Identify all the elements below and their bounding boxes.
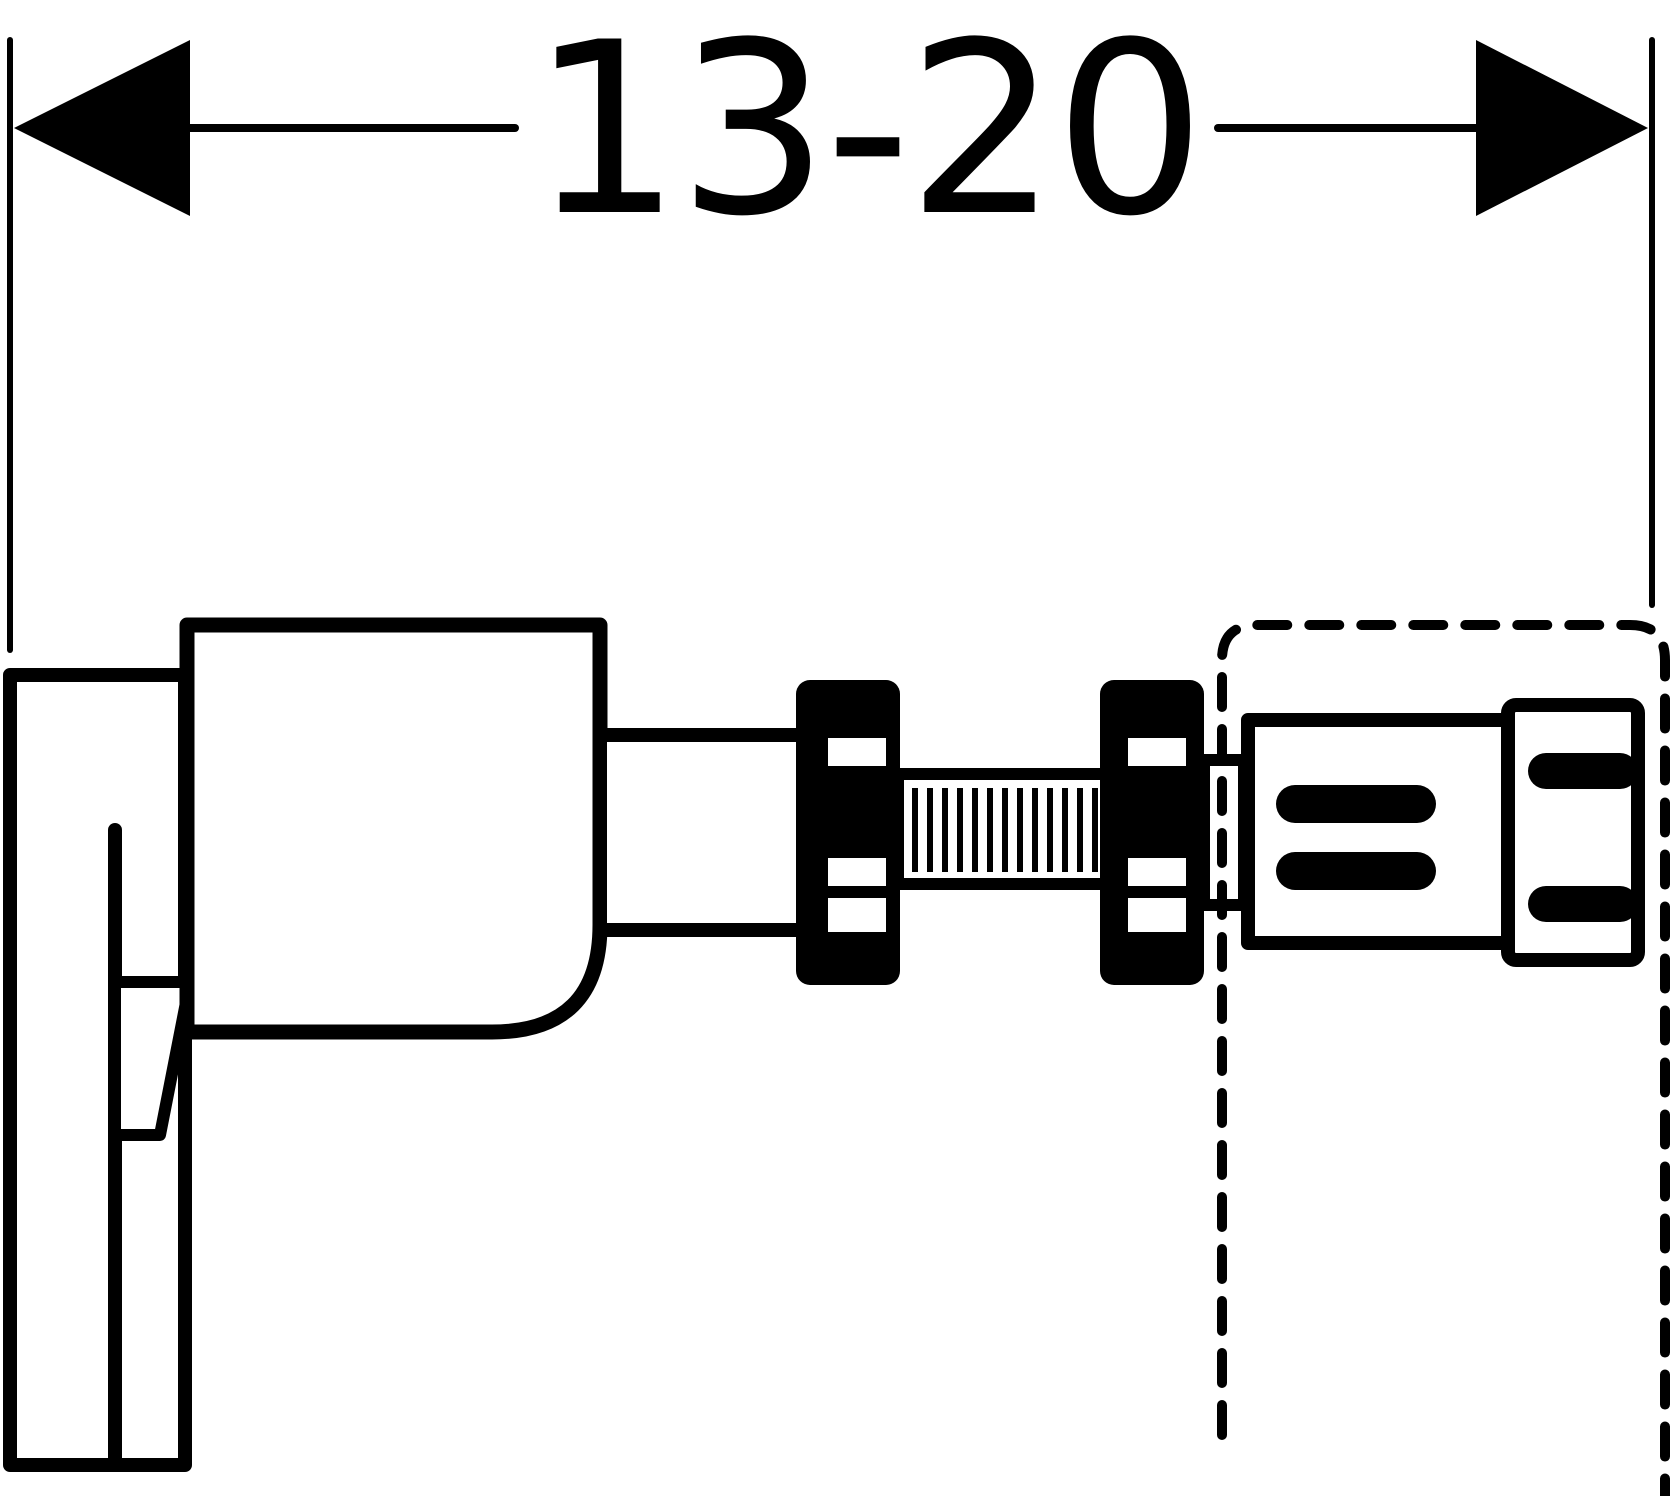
thread-stripe <box>942 788 948 872</box>
thread-stripe <box>912 788 918 872</box>
thread-stripe <box>987 788 993 872</box>
threaded-rod <box>892 768 1116 890</box>
thread-stripe <box>1017 788 1023 872</box>
valve-body <box>179 617 608 1040</box>
wall-bracket <box>3 668 196 1472</box>
dimension-annotation: 13-20 <box>7 0 1655 653</box>
thread-stripe <box>1002 788 1008 872</box>
thread-stripe <box>1047 788 1053 872</box>
thread-stripe <box>1062 788 1068 872</box>
hex-nut-left <box>796 680 900 985</box>
hex-nut-right <box>1100 680 1204 985</box>
arrowhead-left <box>14 40 190 216</box>
hex-end-cap <box>1501 698 1645 967</box>
dimension-label: 13-20 <box>530 0 1202 269</box>
thread-stripe <box>972 788 978 872</box>
connector-body <box>1241 713 1525 950</box>
arrowhead-right <box>1476 40 1648 216</box>
thread-stripe <box>957 788 963 872</box>
valve-shaft <box>593 728 812 937</box>
dashed-housing-outline <box>1217 620 1670 1496</box>
thread-stripe <box>1092 788 1098 872</box>
thread-stripe <box>1077 788 1083 872</box>
thread-stripe <box>927 788 933 872</box>
rod-threads <box>912 788 1098 872</box>
thread-stripe <box>1032 788 1038 872</box>
